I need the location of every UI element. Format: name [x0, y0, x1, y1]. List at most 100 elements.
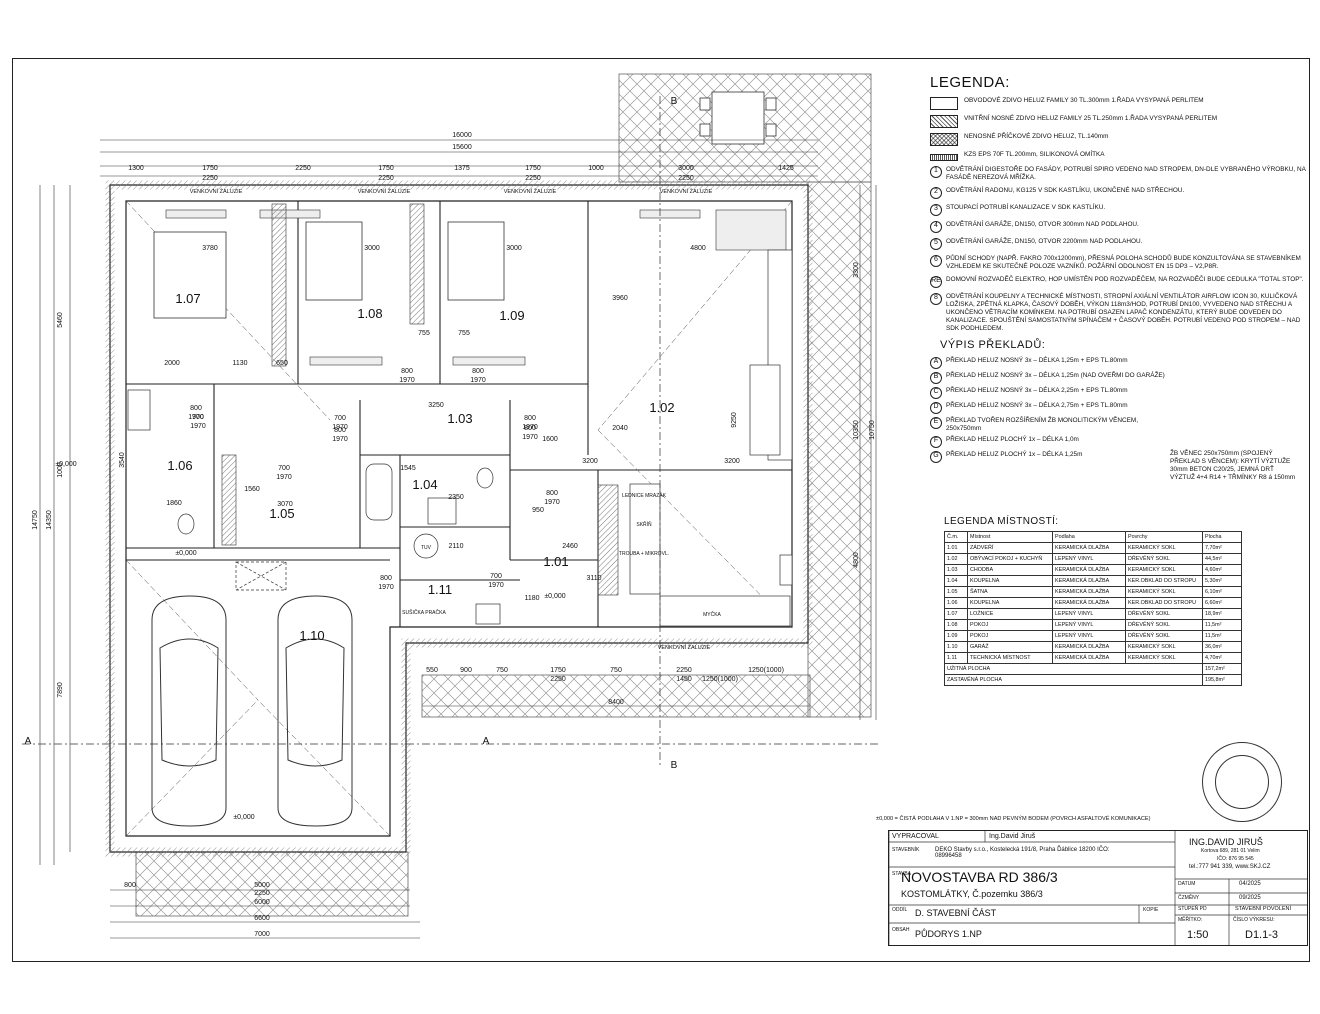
table-cell: TECHNICKÁ MÍSTNOST	[967, 652, 1053, 664]
dim-interior: 1860	[166, 500, 182, 507]
door-height: 1970	[332, 436, 348, 443]
lintel-text: PŘEKLAD HELUZ NOSNÝ 3x – DÉLKA 2,75m + E…	[946, 401, 1128, 409]
dim-interior: 1180	[524, 595, 539, 602]
dim-top: 1750	[525, 165, 541, 172]
table-cell: 1.03	[944, 564, 968, 576]
table-cell: KER.OBKLAD DO STROPU	[1125, 597, 1203, 609]
total-label: ZASTAVĚNÁ PLOCHA	[944, 674, 1203, 686]
note-number: RE	[930, 275, 942, 288]
equipment-label: SKŘÍŇ	[636, 520, 652, 528]
dim-interior: 750	[610, 667, 622, 674]
dim-bottom: 6000	[254, 899, 270, 906]
room-number-1-01: 1.01	[543, 554, 568, 569]
dim-left: 14350	[46, 510, 53, 530]
dim-bottom: 800	[124, 882, 136, 889]
company-address: Kortova 689, 281 01 Velim	[1201, 848, 1260, 854]
dim-left: 1000	[57, 462, 64, 478]
legend-wall-2: VNITŘNÍ NOSNÉ ZDIVO HELUZ FAMILY 25 TL.2…	[930, 114, 1310, 128]
note-text: ODVĚTRÁNÍ RADONU, KG125 V SDK KASTLÍKU, …	[946, 186, 1185, 194]
table-cell: Podlaha	[1052, 531, 1126, 543]
door-height: 1970	[522, 424, 538, 431]
content-label: OBSAH	[892, 927, 910, 933]
table-cell: 6,60m²	[1202, 597, 1242, 609]
table-cell: KERAMICKÁ DLAŽBA	[1052, 641, 1126, 653]
room-number-1-06: 1.06	[167, 458, 192, 473]
table-cell: 1.10	[944, 641, 968, 653]
scale-label: MĚŘÍTKO:	[1178, 917, 1203, 923]
dim-interior: 3780	[202, 245, 218, 252]
lintel-text: PŘEKLAD HELUZ NOSNÝ 3x – DÉLKA 1,25m (NA…	[946, 371, 1165, 379]
table-cell: DŘEVĚNÝ SOKL	[1125, 630, 1203, 642]
table-cell: 7,70m²	[1202, 542, 1242, 554]
lintel-mark: B	[930, 371, 942, 384]
stage-value: STAVEBNÍ POVOLENÍ	[1235, 906, 1292, 912]
table-cell: KERAMICKÝ SOKL	[1125, 641, 1203, 653]
dim-interior: 1450	[676, 676, 692, 683]
wall-swatch-outer	[930, 96, 958, 110]
beds	[153, 221, 505, 319]
dim-left: 3540	[119, 452, 126, 468]
door-width: 800	[380, 575, 392, 582]
door-height: 1970	[544, 499, 560, 506]
table-cell: 36,0m²	[1202, 641, 1242, 653]
room-number-1-10: 1.10	[299, 628, 324, 643]
door-width: 800	[401, 368, 413, 375]
table-cell: LEPENÝ VINYL	[1052, 553, 1126, 565]
lintel-text: PŘEKLAD HELUZ NOSNÝ 3x – DÉLKA 2,25m + E…	[946, 386, 1128, 394]
car-left	[151, 595, 227, 827]
dim-bottom: 7000	[254, 931, 270, 938]
table-cell: LOŽNICE	[967, 608, 1053, 620]
drawing-number: D1.1-3	[1245, 929, 1279, 941]
note-number: 6	[930, 254, 942, 267]
dim-interior: 3960	[612, 295, 628, 302]
dim-left: 5460	[57, 312, 64, 328]
dim-interior: 550	[426, 667, 438, 674]
note-number: 8	[930, 292, 942, 305]
dim-bottom: 6600	[254, 915, 270, 922]
legend-panel: LEGENDA: OBVODOVÉ ZDIVO HELUZ FAMILY 30 …	[930, 74, 1310, 481]
lintel-item-b: B PŘEKLAD HELUZ NOSNÝ 3x – DÉLKA 1,25m (N…	[930, 371, 1170, 384]
scale-value: 1:50	[1187, 929, 1209, 941]
dim-left: 14750	[32, 510, 39, 530]
wardrobes	[221, 203, 619, 596]
legend-title: LEGENDA:	[930, 74, 1010, 91]
note-text: DOMOVNÍ ROZVADĚČ ELEKTRO, HOP UMÍSTĚN PO…	[946, 275, 1304, 283]
table-cell: ZÁDVEŘÍ	[967, 542, 1053, 554]
table-cell: 1.02	[944, 553, 968, 565]
dim-interior: ±0,000	[55, 461, 76, 468]
table-cell: DŘEVĚNÝ SOKL	[1125, 553, 1203, 565]
dim-interior: 1750	[550, 667, 566, 674]
door-width: 700	[192, 414, 204, 421]
dim-interior: 750	[496, 667, 508, 674]
equipment-label: TROUBA + MIKROVL.	[619, 551, 669, 557]
kitchen-counter	[629, 249, 793, 627]
dim-top: 1000	[588, 165, 604, 172]
note-text: PŮDNÍ SCHODY (NAPŘ. FAKRO 700x1200mm), P…	[946, 254, 1301, 270]
date-value: 04/2025	[1239, 881, 1261, 887]
table-cell: 4,70m²	[1202, 652, 1242, 664]
attic-hatch	[235, 561, 287, 591]
dim-interior: 3110	[586, 575, 601, 582]
dim-interior: 755	[458, 330, 470, 337]
table-cell: KERAMICKÝ SOKL	[1125, 564, 1203, 576]
building-label: STAVBA	[892, 871, 911, 877]
lintel-side-note: ŽB VĚNEC 250x750mm (SPOJENÝ PŘEKLAD S VĚ…	[1170, 450, 1296, 481]
table-cell: KERAMICKÝ SOKL	[1125, 652, 1203, 664]
table-cell: 11,5m²	[1202, 630, 1242, 642]
door-height: 1970	[470, 377, 486, 384]
door-width: 800	[546, 490, 558, 497]
dim-top: 2250	[525, 175, 541, 182]
note-text: ODVĚTRÁNÍ KOUPELNY A TECHNICKÉ MÍSTNOSTI…	[946, 292, 1301, 332]
